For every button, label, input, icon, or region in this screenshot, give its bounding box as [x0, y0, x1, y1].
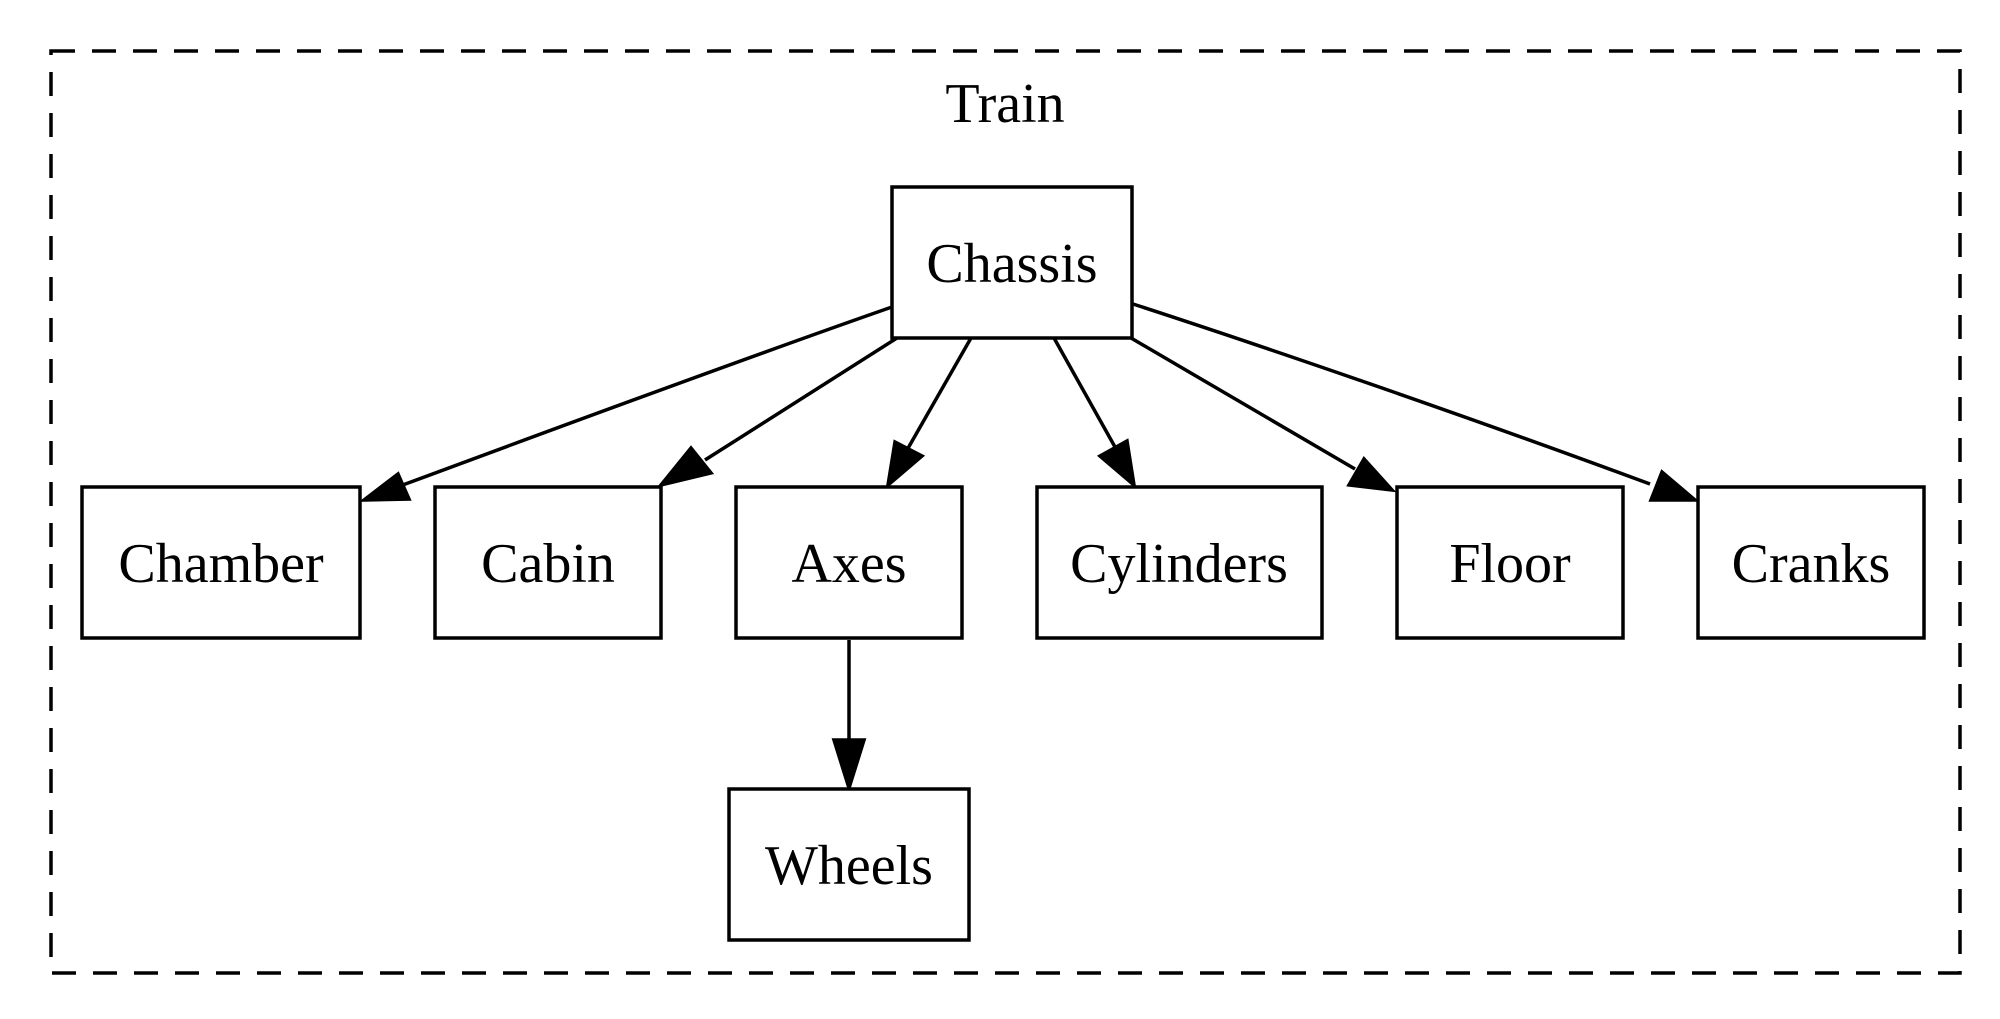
edge-chassis-cylinders — [1052, 337, 1137, 490]
node-cabin: Cabin — [433, 485, 663, 640]
node-label: Chamber — [118, 533, 324, 595]
node-label: Axes — [791, 533, 906, 595]
node-axes: Axes — [734, 485, 964, 640]
node-wheels: Wheels — [727, 787, 971, 942]
node-box — [1035, 485, 1324, 640]
arrowhead — [656, 445, 715, 488]
arrowhead — [1096, 438, 1137, 490]
node-box — [1395, 485, 1625, 640]
node-label: Cabin — [481, 533, 615, 595]
node-box — [727, 787, 971, 942]
node-label: Cranks — [1732, 533, 1891, 595]
arrowhead — [1346, 456, 1397, 493]
cluster-label: Train — [945, 73, 1064, 135]
arrowhead — [885, 439, 926, 490]
node-cranks: Cranks — [1696, 485, 1926, 640]
arrowhead — [358, 471, 412, 502]
edge-chassis-cranks — [1132, 302, 1700, 502]
node-box — [734, 485, 964, 640]
node-label: Cylinders — [1070, 533, 1288, 595]
node-floor: Floor — [1395, 485, 1625, 640]
node-cylinders: Cylinders — [1035, 485, 1324, 640]
node-box — [890, 185, 1134, 340]
nodes: Chassis Chamber Cabin Axes Cylinders Flo… — [80, 185, 1926, 942]
node-chassis: Chassis — [890, 185, 1134, 340]
node-box — [433, 485, 663, 640]
node-box — [1696, 485, 1926, 640]
node-label: Floor — [1449, 533, 1571, 595]
edge-chassis-chamber — [358, 305, 893, 502]
edge-axes-wheels — [831, 640, 867, 794]
node-label: Chassis — [926, 233, 1097, 295]
node-box — [80, 485, 362, 640]
edge-chassis-axes — [885, 337, 973, 490]
arrowhead — [831, 738, 867, 794]
cluster-train: Train — [49, 49, 1962, 975]
edge-chassis-cabin — [656, 336, 898, 488]
node-label: Wheels — [765, 835, 933, 897]
edge-chassis-floor — [1130, 336, 1397, 493]
arrowhead — [1648, 469, 1700, 502]
cluster-border — [49, 49, 1962, 975]
node-chamber: Chamber — [80, 485, 362, 640]
edges — [358, 302, 1700, 794]
